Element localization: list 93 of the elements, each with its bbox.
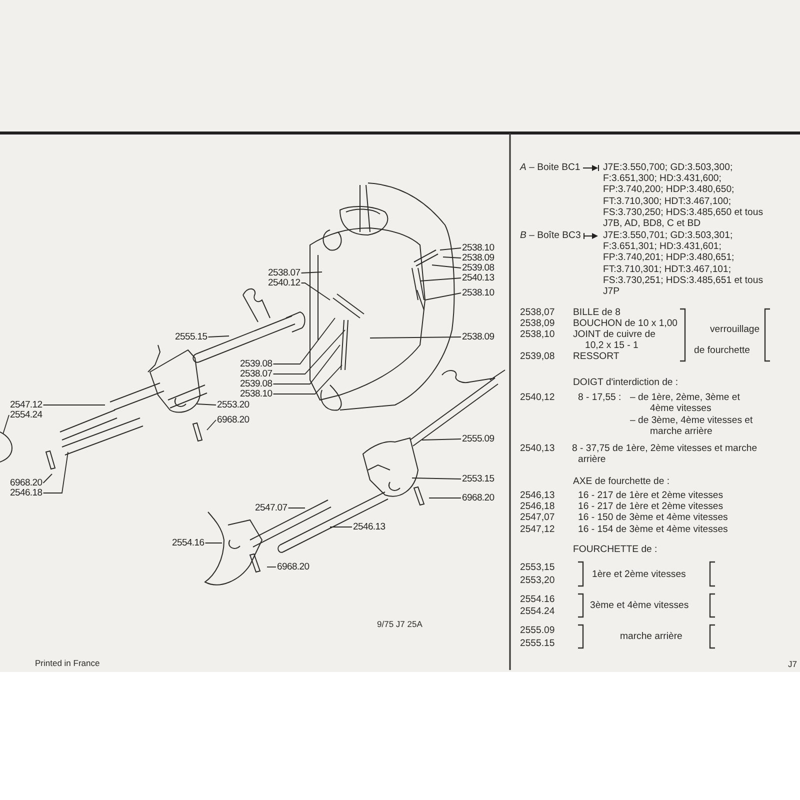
part-number: 2546,13 [520, 490, 555, 502]
leader-line [272, 330, 346, 374]
leader-line [424, 292, 462, 300]
part-number: 2539,08 [520, 351, 555, 362]
callout-number: 2538.09 [462, 332, 494, 342]
page-reference: J7 [788, 659, 797, 670]
leader-line [42, 452, 68, 494]
callout-number: 2538.07 [268, 268, 300, 278]
callout-number: 2546.18 [10, 488, 42, 498]
callout-number: 2547.07 [255, 502, 288, 514]
part-number: 2554.16 [520, 594, 555, 606]
part-number: 2540,13 [520, 443, 555, 454]
callout-number: 2538.09 [462, 252, 494, 264]
part-number: 2546,18 [520, 501, 555, 512]
part-description: 16 - 154 de 3ème et 4ème vitesses [578, 524, 728, 536]
callout-number: 2539.08 [462, 262, 494, 274]
part-number: 2540,12 [520, 392, 555, 404]
part-description: – de 1ère, 2ème, 3ème et 4ème vitesses [630, 392, 741, 414]
leader-line [2, 414, 10, 434]
callout-number: 2540.13 [462, 272, 494, 284]
callout-number: 2554.24 [10, 410, 42, 420]
leader-line [42, 474, 52, 484]
group-description: 1ère et 2ème vitesses [592, 569, 686, 580]
part-description: 16 - 150 de 3ème et 4ème vitesses [578, 512, 728, 524]
callout-number: 2538.10 [462, 288, 494, 298]
callout-number: 2539.08 [240, 378, 272, 390]
callout-number: 2555.09 [462, 434, 494, 444]
leader-line [206, 420, 216, 430]
leader-line [272, 344, 340, 384]
leader-line [266, 566, 276, 568]
callout-number: 2553.15 [462, 474, 494, 484]
part-description: 16 - 217 de 1ère et 2ème vitesses [578, 490, 724, 502]
group-description: de fourchette [694, 345, 750, 356]
callout-number: 2546.13 [353, 522, 386, 532]
leader-line [272, 318, 336, 364]
callout-number: 6968.20 [462, 492, 494, 504]
part-number: 2538,10 [520, 329, 555, 340]
model-list: J7E:3.550,700; GD:3.503,300; F:3.651,300; HD:3.431,600; FP:3.740,200; HDP:3.480,650; FT:3.710,300; HDT:3.467,100; FS:3.730,250; HDS:3.485,650 et tous J7B, AD, BD8, C et BD [603, 162, 771, 230]
leader-line [442, 256, 462, 258]
leader-line [412, 478, 462, 480]
callout-number: 6968.20 [277, 562, 310, 572]
leader-line [330, 526, 352, 528]
callout-number: 2538.07 [240, 368, 272, 380]
leader-line [272, 364, 342, 394]
group-description: marche arrière [620, 631, 682, 642]
callout-number: 2554.16 [172, 538, 204, 548]
leader-line [440, 248, 462, 250]
model-list: J7E:3.550,701; GD:3.503,301; F:3.651,301; HD:3.431,601; FP:3.740,201; HDP:3.480,651; FT:3.710,301; HDT:3.467,101; FS:3.730,251; HDS:3.485,651 et tous J7P [603, 230, 771, 298]
leader-line [204, 542, 222, 544]
group-description: verrouillage [710, 324, 760, 336]
part-number: 2553,15 [520, 562, 555, 574]
part-description: JOINT de cuivre de 10,2 x 15 - 1 [573, 329, 656, 352]
part-description: 8 - 17,55 : [578, 392, 622, 404]
leader-line [42, 404, 106, 406]
section-heading: FOURCHETTE de : [573, 544, 658, 556]
leader-line [300, 272, 322, 274]
part-number: 2547,07 [520, 512, 555, 524]
section-heading: DOIGT d'interdiction de : [573, 377, 678, 388]
part-number: 2538,07 [520, 307, 555, 318]
part-description: 16 - 217 de 1ère et 2ème vitesses [578, 501, 724, 512]
part-number: 2538,09 [520, 318, 555, 330]
callout-number: 2540.12 [268, 278, 300, 288]
heading-text: B – Boîte BC3 [520, 230, 581, 242]
part-number: 2547,12 [520, 524, 555, 536]
figure-reference: 9/75 J7 25A [377, 619, 422, 630]
part-description: BILLE de 8 [573, 307, 620, 318]
leader-line [422, 438, 462, 440]
leader-line [196, 404, 216, 406]
callout-number: 2538.10 [462, 242, 494, 254]
callout-number: 6968.20 [10, 478, 42, 488]
callout-number: 2539.08 [240, 358, 272, 370]
callout-number: 2555.15 [175, 332, 208, 342]
callout-number: 2547.12 [10, 400, 42, 410]
group-description: 3ème et 4ème vitesses [590, 600, 689, 612]
part-number: 2555.09 [520, 625, 555, 636]
part-description: BOUCHON de 10 x 1,00 [573, 318, 678, 330]
part-number: 2554.24 [520, 606, 555, 618]
leader-line [208, 336, 230, 338]
part-description: RESSORT [573, 351, 620, 362]
section-heading: AXE de fourchette de : [573, 476, 670, 488]
leader-line [432, 264, 462, 268]
callout-number: 2553.20 [217, 400, 250, 410]
part-description: 8 - 37,75 de 1ère, 2ème vitesses et marche arrière [572, 443, 758, 466]
callout-number: 6968.20 [217, 414, 250, 426]
part-number: 2555.15 [520, 638, 555, 650]
part-number: 2553,20 [520, 575, 555, 586]
leader-line [370, 336, 462, 338]
print-note: Printed in France [35, 658, 100, 670]
part-description: – de 3ème, 4ème vitesses et marche arrière [630, 415, 754, 438]
heading-text: A – Boite BC1 [520, 162, 580, 174]
leader-line [420, 278, 462, 282]
callout-number: 2538.10 [240, 388, 272, 400]
leader-line [300, 282, 330, 300]
